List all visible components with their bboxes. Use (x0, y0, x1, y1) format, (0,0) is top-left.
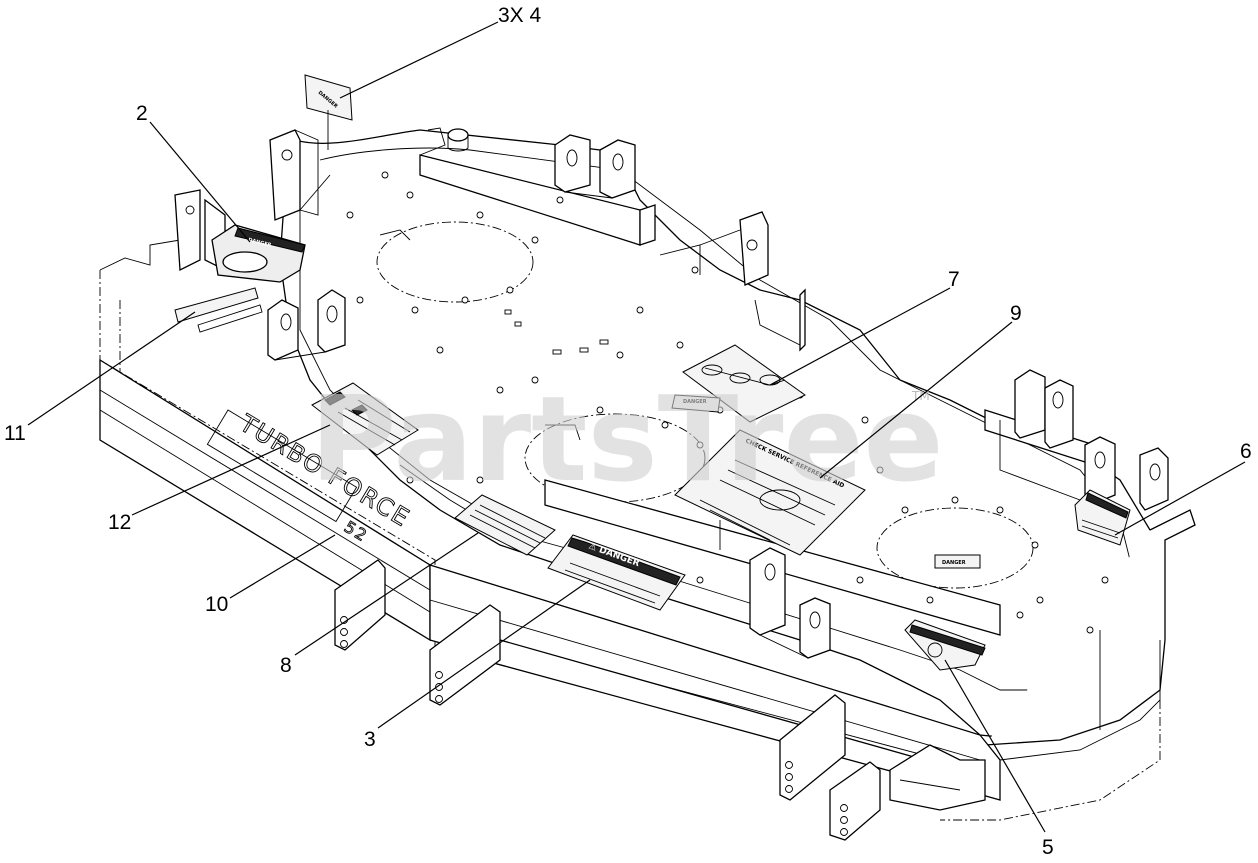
mower-deck: TURBO FORCE 52 (99, 127, 1196, 821)
mounting-brackets (174, 129, 1169, 841)
decal-4-danger: DANGER (304, 74, 353, 150)
leader-11 (27, 311, 196, 426)
callout-2: 2 (136, 102, 148, 125)
leader-2 (149, 121, 251, 243)
callout-6: 6 (1240, 440, 1252, 463)
leader-lines (27, 21, 1246, 833)
decal-2-danger-plate: DANGER (211, 224, 306, 283)
callout-11: 11 (4, 422, 26, 445)
callout-3x4: 3X 4 (498, 4, 542, 27)
decal-7-belt-routing: DANGER (671, 344, 806, 423)
leader-9 (819, 321, 1013, 479)
leader-3 (377, 579, 591, 729)
leader-10 (229, 534, 336, 599)
decal-right-danger-text: DANGER (942, 560, 966, 566)
watermark: PartsTree TM (310, 370, 944, 508)
leader-6 (1114, 461, 1246, 536)
watermark-text: PartsTree (310, 370, 944, 508)
callout-5: 5 (1042, 836, 1054, 859)
callout-10: 10 (205, 593, 228, 616)
decals: DANGER DANGER (174, 74, 1131, 671)
decal-2-text: DANGER (248, 237, 272, 249)
callout-3: 3 (364, 728, 376, 751)
callout-9: 9 (1010, 302, 1022, 325)
decal-7-danger-text: DANGER (683, 399, 707, 405)
callout-8: 8 (280, 654, 292, 677)
leader-7 (769, 287, 951, 386)
leader-8 (294, 532, 479, 656)
decal-12-instructions (311, 382, 419, 456)
decal-5-danger-shield (904, 619, 986, 671)
leader-3x4 (339, 21, 499, 99)
decal-6-danger (1074, 489, 1131, 546)
decal-11-height-scale (174, 287, 263, 333)
decal-danger-small-right: DANGER (934, 554, 981, 569)
callout-7: 7 (948, 268, 960, 291)
callout-12: 12 (108, 511, 131, 534)
leader-12 (131, 424, 331, 516)
callout-numbers: 3X 4 2 7 9 6 11 12 10 8 3 5 (4, 4, 1252, 859)
decal-8-warning (454, 494, 556, 556)
leader-5 (944, 659, 1046, 833)
